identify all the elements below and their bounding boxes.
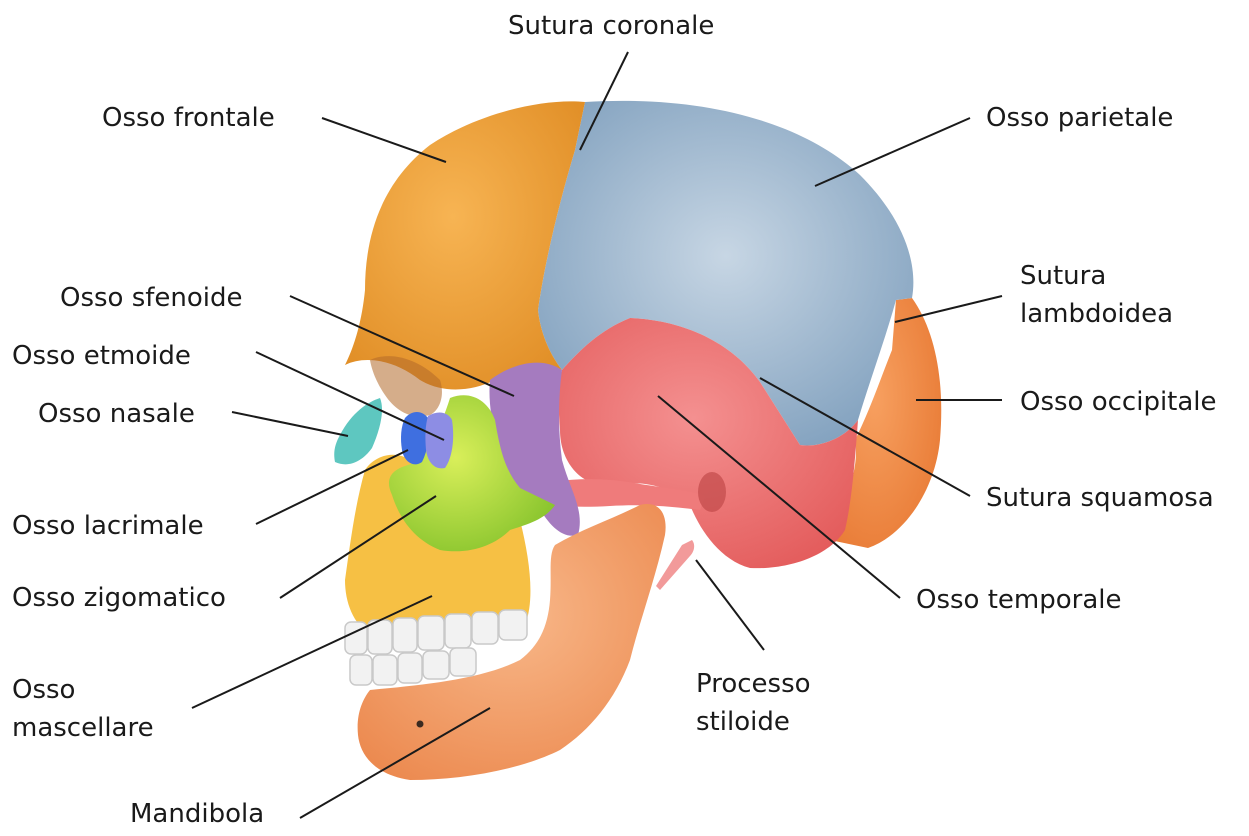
- label-processo-stiloide-line1: Processo: [696, 666, 811, 702]
- leader-osso-parietale: [815, 118, 970, 186]
- label-processo-stiloide-line2: stiloide: [696, 704, 790, 740]
- mental-foramen: [417, 721, 424, 728]
- label-sutura-lambdoidea-line1: Sutura: [1020, 258, 1106, 294]
- label-sutura-squamosa: Sutura squamosa: [986, 480, 1214, 516]
- label-osso-frontale: Osso frontale: [102, 100, 275, 136]
- label-osso-mascellare-line1: Osso: [12, 672, 75, 708]
- leader-osso-nasale: [232, 412, 348, 436]
- label-osso-temporale: Osso temporale: [916, 582, 1122, 618]
- label-osso-occipitale: Osso occipitale: [1020, 384, 1217, 420]
- label-osso-parietale: Osso parietale: [986, 100, 1173, 136]
- label-osso-lacrimale: Osso lacrimale: [12, 508, 204, 544]
- leader-processo-stiloide: [696, 560, 764, 650]
- label-mandibola: Mandibola: [130, 796, 264, 832]
- label-sutura-coronale: Sutura coronale: [508, 8, 714, 44]
- ear-canal: [698, 472, 726, 512]
- label-osso-zigomatico: Osso zigomatico: [12, 580, 226, 616]
- label-osso-etmoide: Osso etmoide: [12, 338, 191, 374]
- leader-osso-frontale: [322, 118, 446, 162]
- label-osso-mascellare-line2: mascellare: [12, 710, 154, 746]
- label-osso-nasale: Osso nasale: [38, 396, 195, 432]
- label-sutura-lambdoidea-line2: lambdoidea: [1020, 296, 1173, 332]
- label-osso-sfenoide: Osso sfenoide: [60, 280, 243, 316]
- lacrimal-bone: [425, 413, 453, 469]
